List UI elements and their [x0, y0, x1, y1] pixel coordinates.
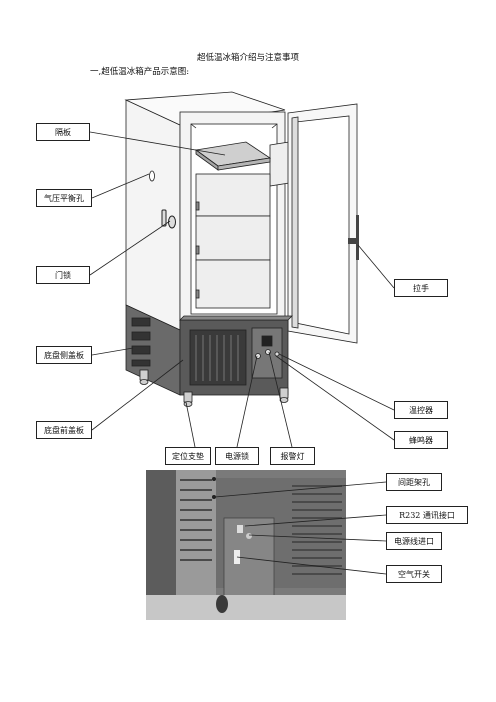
- label-door-lock: 门锁: [36, 266, 90, 284]
- pressure-balance-hole: [149, 170, 155, 182]
- label-air-switch: 空气开关: [386, 565, 442, 583]
- document-title: 超低温冰箱介绍与注意事项: [196, 53, 299, 63]
- label-handle: 拉手: [394, 279, 448, 297]
- drawers: [195, 173, 271, 309]
- shelf: [194, 141, 272, 171]
- label-temp-controller: 温控器: [394, 401, 448, 419]
- vent-grid: [195, 335, 239, 381]
- rear-panel-photo: [146, 470, 346, 620]
- leader-lines: [89, 131, 395, 575]
- label-buzzer: 蜂鸣器: [394, 431, 448, 449]
- section-heading: 一,超低温冰箱产品示意图:: [90, 67, 190, 77]
- label-power-inlet: 电源线进口: [386, 532, 442, 550]
- label-pressure-balance-hole: 气压平衡孔: [36, 189, 92, 207]
- door-lock-icon: [161, 209, 176, 229]
- label-alarm-light: 报警灯: [270, 447, 315, 465]
- freezer-base: [125, 304, 293, 396]
- label-shelf: 隔板: [36, 123, 90, 141]
- door-handle: [348, 215, 359, 260]
- label-base-front-cover: 底盘前盖板: [36, 421, 92, 439]
- rear-vent-slots: [180, 479, 342, 575]
- label-spacer-hole: 间距架孔: [386, 473, 442, 491]
- label-base-side-cover: 底盘侧盖板: [36, 346, 92, 364]
- label-power-lock: 电源锁: [215, 447, 259, 465]
- label-rs232-port: R232 通讯接口: [386, 506, 468, 524]
- label-positioning-foot: 定位支垫: [165, 447, 211, 465]
- outer-door: [287, 103, 358, 344]
